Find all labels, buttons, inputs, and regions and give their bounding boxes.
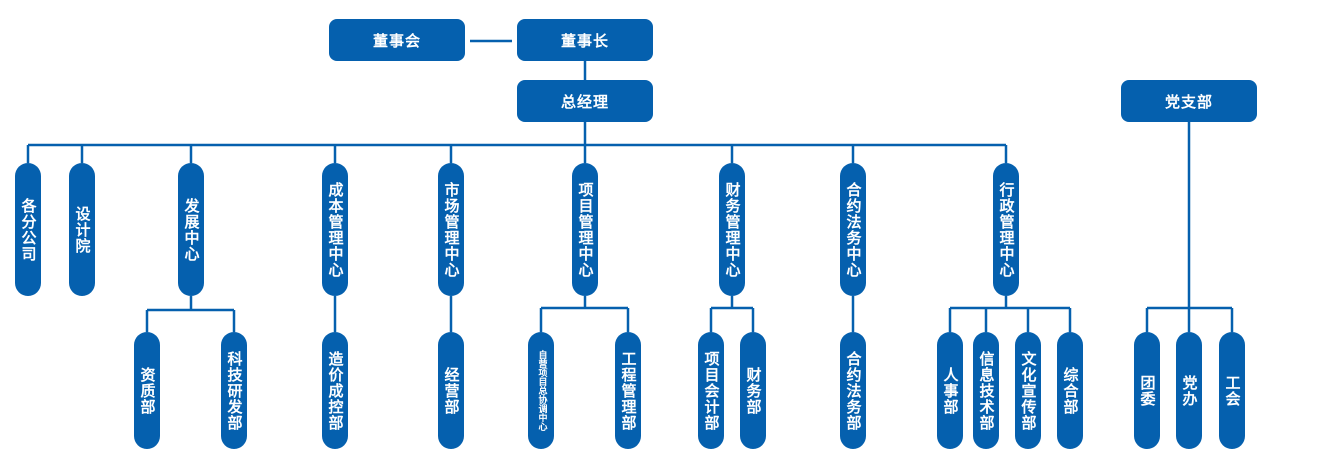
party-sub-node-label: 团委 bbox=[1138, 374, 1157, 407]
sub-dept-node[interactable]: 造价成控部 bbox=[322, 332, 348, 449]
dept-node-label: 市场管理中心 bbox=[442, 181, 461, 278]
dept-node[interactable]: 成本管理中心 bbox=[322, 163, 348, 296]
dept-node-label: 发展中心 bbox=[182, 197, 201, 262]
dept-node-label: 合约法务中心 bbox=[844, 181, 863, 278]
sub-dept-node-label: 综合部 bbox=[1061, 366, 1080, 415]
sub-dept-node-label: 资质部 bbox=[138, 366, 157, 415]
board-node[interactable]: 董事会 bbox=[329, 19, 465, 61]
sub-dept-node[interactable]: 文化宣传部 bbox=[1015, 332, 1041, 449]
sub-dept-node[interactable]: 项目会计部 bbox=[698, 332, 724, 449]
party-sub-node[interactable]: 团委 bbox=[1134, 332, 1160, 449]
chairman-node[interactable]: 董事长 bbox=[517, 19, 653, 61]
sub-dept-node-label: 文化宣传部 bbox=[1019, 350, 1038, 431]
dept-node-label: 成本管理中心 bbox=[326, 181, 345, 278]
sub-dept-node-label: 经营部 bbox=[442, 366, 461, 415]
party-sub-node-label: 党办 bbox=[1180, 374, 1199, 407]
general-manager-node[interactable]: 总经理 bbox=[517, 80, 653, 122]
sub-dept-node-label: 人事部 bbox=[941, 366, 960, 415]
sub-dept-node-label: 造价成控部 bbox=[326, 350, 345, 431]
party-sub-node[interactable]: 党办 bbox=[1176, 332, 1202, 449]
sub-dept-node[interactable]: 科技研发部 bbox=[221, 332, 247, 449]
dept-node-label: 财务管理中心 bbox=[723, 181, 742, 278]
sub-dept-node[interactable]: 自营项目总协调中心 bbox=[528, 332, 554, 449]
sub-dept-node[interactable]: 财务部 bbox=[740, 332, 766, 449]
party-sub-node-label: 工会 bbox=[1223, 374, 1242, 407]
dept-node[interactable]: 各分公司 bbox=[15, 163, 41, 296]
dept-node-label: 设计院 bbox=[73, 205, 92, 254]
sub-dept-node-label: 合约法务部 bbox=[844, 350, 863, 431]
party-sub-node[interactable]: 工会 bbox=[1219, 332, 1245, 449]
sub-dept-node[interactable]: 信息技术部 bbox=[973, 332, 999, 449]
dept-node-label: 项目管理中心 bbox=[576, 181, 595, 278]
sub-dept-node[interactable]: 资质部 bbox=[134, 332, 160, 449]
dept-node-label: 各分公司 bbox=[19, 197, 38, 262]
sub-dept-node[interactable]: 工程管理部 bbox=[615, 332, 641, 449]
sub-dept-node[interactable]: 人事部 bbox=[937, 332, 963, 449]
sub-dept-node-label: 科技研发部 bbox=[225, 350, 244, 431]
dept-node[interactable]: 市场管理中心 bbox=[438, 163, 464, 296]
sub-dept-node-label: 信息技术部 bbox=[977, 350, 996, 431]
sub-dept-node-label: 项目会计部 bbox=[702, 350, 721, 431]
dept-node-label: 行政管理中心 bbox=[997, 181, 1016, 278]
sub-dept-node-label: 自营项目总协调中心 bbox=[536, 350, 547, 431]
dept-node[interactable]: 合约法务中心 bbox=[840, 163, 866, 296]
sub-dept-node-label: 工程管理部 bbox=[619, 350, 638, 431]
sub-dept-node[interactable]: 综合部 bbox=[1057, 332, 1083, 449]
dept-node[interactable]: 发展中心 bbox=[178, 163, 204, 296]
sub-dept-node[interactable]: 合约法务部 bbox=[840, 332, 866, 449]
dept-node[interactable]: 行政管理中心 bbox=[993, 163, 1019, 296]
sub-dept-node-label: 财务部 bbox=[744, 366, 763, 415]
sub-dept-node[interactable]: 经营部 bbox=[438, 332, 464, 449]
dept-node[interactable]: 财务管理中心 bbox=[719, 163, 745, 296]
dept-node[interactable]: 项目管理中心 bbox=[572, 163, 598, 296]
dept-node[interactable]: 设计院 bbox=[69, 163, 95, 296]
party-branch-node[interactable]: 党支部 bbox=[1121, 80, 1257, 122]
